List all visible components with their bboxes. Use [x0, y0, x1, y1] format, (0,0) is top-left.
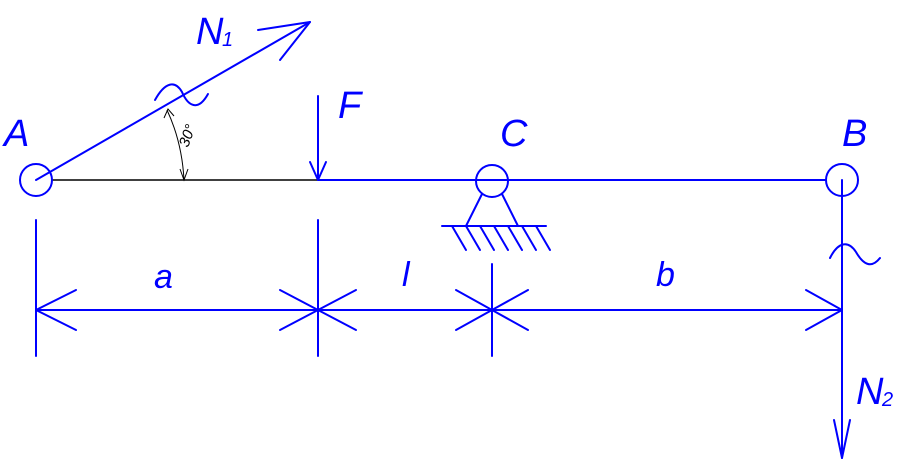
break-mark-n1 — [154, 83, 209, 106]
label-dim-l: l — [402, 256, 411, 294]
force-n2-arrow — [833, 179, 851, 459]
label-point-b: B — [842, 113, 867, 155]
label-force-n2-sub: 2 — [881, 389, 893, 411]
hinge-a — [19, 163, 53, 197]
label-force-n2: N — [856, 371, 884, 413]
label-point-c: C — [500, 113, 528, 155]
label-point-a: A — [2, 113, 29, 155]
label-dim-a: a — [154, 258, 173, 296]
label-force-f: F — [338, 85, 363, 127]
label-force-n1: N — [196, 11, 224, 53]
hinge-c — [475, 164, 509, 198]
break-mark-n2 — [829, 243, 881, 266]
force-f-arrow — [309, 95, 327, 181]
support-c — [441, 164, 551, 251]
angle-arc — [163, 108, 189, 182]
dimension-arrows — [35, 289, 843, 331]
label-angle: 30° — [176, 122, 200, 149]
label-force-n1-sub: 1 — [222, 29, 233, 51]
label-dim-b: b — [656, 256, 675, 294]
force-n1-arrow — [35, 21, 311, 181]
